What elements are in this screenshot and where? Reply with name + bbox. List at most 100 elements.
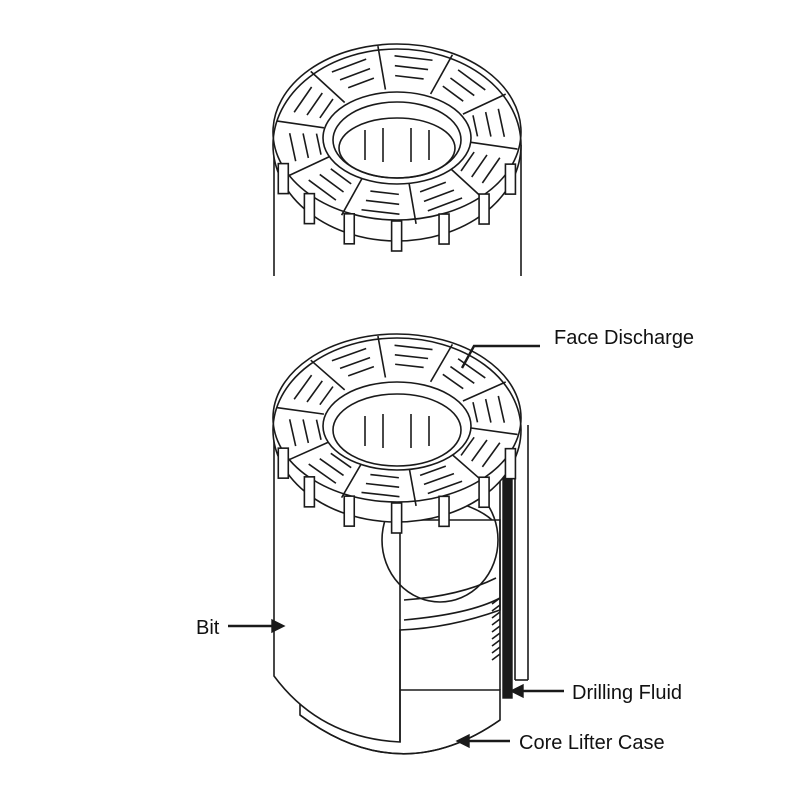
bottom-segment-groove: [331, 347, 367, 362]
top-waterway-gap: [407, 180, 417, 225]
top-segment-groove: [293, 86, 313, 113]
section-hatch-line: [491, 618, 501, 626]
top-segment-groove: [330, 168, 352, 185]
top-segment-groove: [361, 208, 400, 215]
top-gauge-tooth: [504, 163, 517, 195]
bottom-segment-groove: [319, 386, 334, 406]
drilling-fluid-callout: Drilling Fluid: [509, 682, 682, 704]
bottom-segment-groove: [449, 365, 475, 384]
bottom-waterway-gap: [340, 459, 365, 499]
bottom-gauge-tooth: [438, 495, 450, 528]
bottom-waterway-gap: [287, 440, 332, 461]
top-waterway-gap: [310, 70, 346, 104]
top-segment-groove: [331, 58, 367, 73]
bottom-segment-groove: [471, 439, 488, 462]
bottom-gauge-tooth: [303, 476, 316, 508]
top-waterway-gap: [287, 155, 332, 177]
top-waterway-gap: [462, 93, 507, 115]
section-hatch-line: [491, 632, 501, 640]
top-gauge-tooth: [303, 192, 316, 225]
bottom-segment-groove: [394, 344, 433, 351]
top-segment-groove: [315, 133, 322, 155]
top-segment-groove: [306, 92, 323, 116]
top-segment-groove: [449, 77, 475, 97]
top-segment-groove: [460, 151, 475, 172]
section-hatch-line: [491, 611, 501, 619]
bottom-segment-groove: [339, 356, 371, 370]
bottom-waterway-gap: [448, 451, 484, 483]
bottom-segment-groove: [394, 354, 429, 360]
bottom-gauge-tooth: [343, 495, 356, 527]
bottom-segment-groove: [497, 395, 506, 423]
bottom-waterway-gap: [469, 427, 518, 436]
top-waterway-gap: [448, 166, 484, 200]
top-segment-groove: [497, 108, 506, 137]
bottom-gauge-tooth: [504, 447, 517, 480]
bottom-segment-groove: [315, 419, 322, 440]
bottom-segment-groove: [330, 452, 352, 469]
top-segment-groove: [288, 133, 297, 162]
top-gauge-tooth: [343, 213, 356, 245]
top-segment-groove: [308, 179, 337, 201]
top-segment-groove: [484, 111, 492, 137]
bottom-segment-groove: [306, 380, 323, 403]
bottom-waterway-gap: [429, 343, 454, 383]
bottom-segment-groove: [319, 458, 345, 477]
bottom-waterway-gap: [276, 406, 325, 415]
top-segment-groove: [427, 197, 463, 212]
section-hatch-line: [491, 597, 501, 605]
bottom-segment-groove: [395, 363, 424, 369]
top-waterway-gap: [469, 141, 518, 150]
top-segment-groove: [319, 173, 345, 193]
bit-callout: Bit: [196, 617, 286, 639]
bottom-segment-groove: [361, 491, 400, 498]
top-segment-groove: [347, 77, 375, 89]
face-discharge-callout: Face Discharge: [460, 327, 694, 369]
core-bit-face-view: [272, 43, 522, 276]
face-discharge-label: Face Discharge: [554, 327, 694, 349]
bottom-waterway-gap: [310, 359, 346, 391]
bottom-segment-groove: [308, 463, 337, 484]
top-segment-groove: [481, 157, 501, 184]
bottom-waterway-gap: [462, 381, 507, 402]
top-segment-groove: [365, 199, 400, 206]
section-hatch-line: [491, 639, 501, 647]
top-segment-groove: [394, 55, 433, 62]
bottom-segment-groove: [481, 442, 501, 468]
bottom-segment-groove: [460, 436, 475, 456]
drilling-fluid-label: Drilling Fluid: [572, 682, 682, 704]
bottom-segment-groove: [472, 402, 479, 423]
section-hatch-line: [491, 646, 501, 654]
top-segment-groove: [395, 74, 424, 80]
top-segment-groove: [472, 115, 479, 137]
core-bit-cutaway-view: [272, 333, 529, 755]
top-waterway-gap: [340, 175, 365, 216]
core-lifter-case-label: Core Lifter Case: [519, 732, 665, 754]
bottom-segment-groove: [427, 480, 463, 495]
top-waterway-gap: [429, 54, 454, 95]
bottom-segment-groove: [442, 373, 464, 390]
top-gauge-tooth: [438, 213, 450, 245]
bottom-segment-groove: [365, 482, 400, 488]
top-gauge-tooth: [390, 220, 403, 252]
top-gauge-tooth: [277, 162, 290, 195]
top-segment-groove: [370, 190, 399, 196]
bottom-waterway-gap: [377, 335, 387, 378]
top-gauge-tooth: [478, 193, 490, 225]
core-lifter-case-callout: Core Lifter Case: [455, 732, 665, 754]
top-segment-groove: [442, 85, 464, 102]
bottom-segment-groove: [423, 472, 455, 486]
bottom-gauge-tooth: [390, 502, 403, 534]
bottom-segment-groove: [419, 465, 447, 477]
bit-label: Bit: [196, 617, 220, 639]
bottom-segment-groove: [457, 358, 486, 379]
top-waterway-gap: [377, 45, 387, 90]
bottom-segment-groove: [302, 419, 310, 444]
bottom-segment-groove: [347, 365, 375, 377]
section-hatch-line: [491, 604, 501, 612]
bottom-segment-groove: [293, 374, 313, 400]
bottom-gauge-tooth: [478, 476, 490, 509]
bottom-segment-groove: [288, 419, 297, 447]
section-hatch-line: [491, 653, 501, 661]
